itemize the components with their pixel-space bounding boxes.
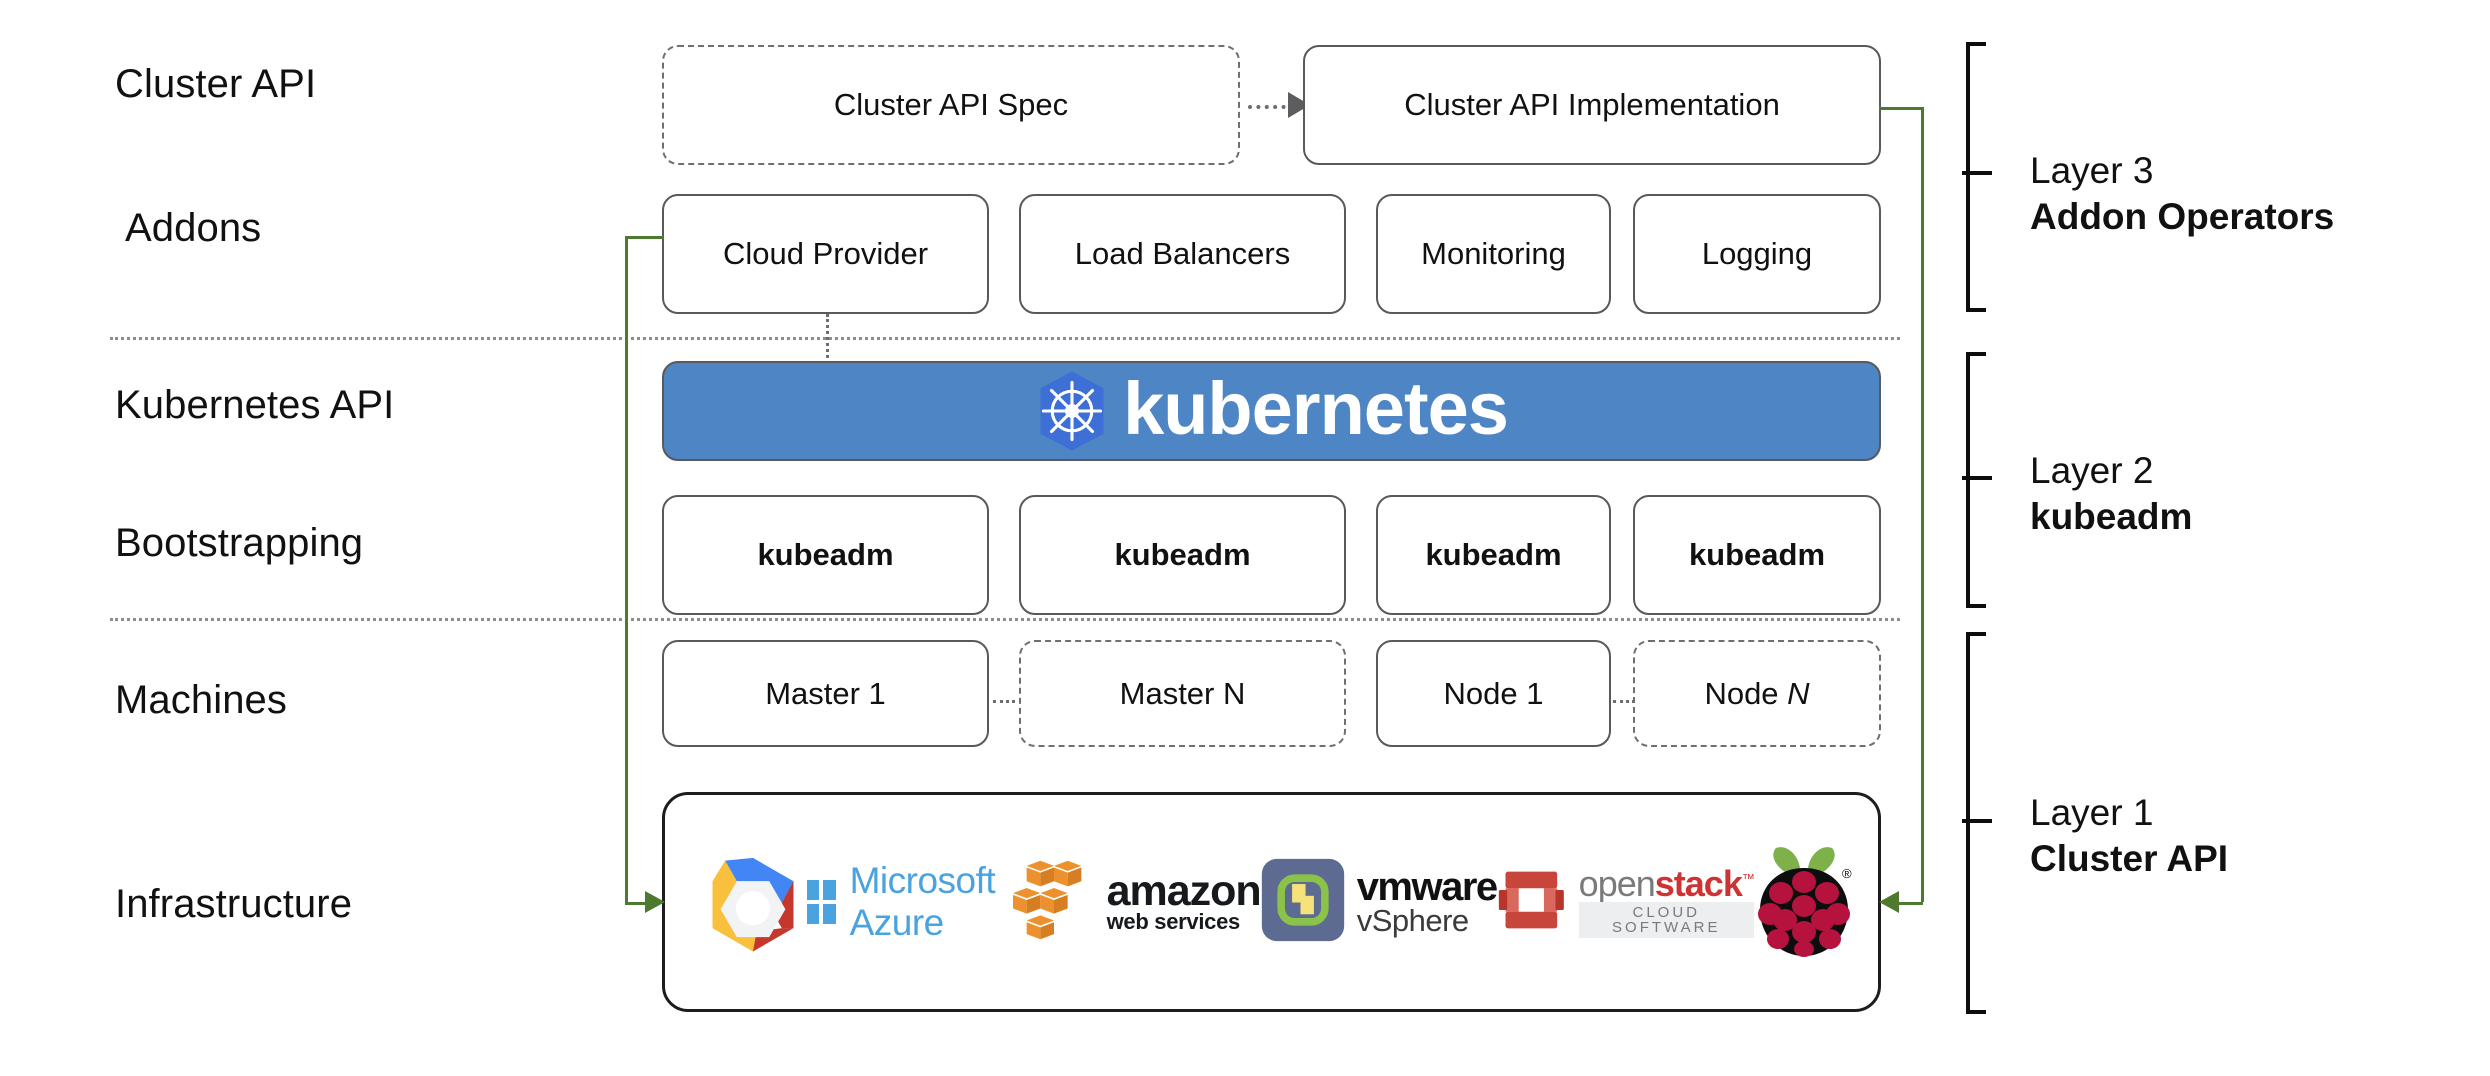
box-addon-monitoring-label: Monitoring xyxy=(1421,236,1566,271)
row-label-bootstrapping: Bootstrapping xyxy=(115,521,364,565)
box-machine-node-1-label: Node 1 xyxy=(1443,675,1544,711)
green-connector-implementation-top xyxy=(1879,107,1923,110)
microsoft-azure-label: Microsoft Azure xyxy=(849,860,996,943)
box-machine-master-1[interactable]: Master 1 xyxy=(662,640,989,747)
layer-label-3: Layer 3 Addon Operators xyxy=(2030,148,2334,241)
box-machine-master-n-label: Master N xyxy=(1119,675,1246,711)
connector-cloud-provider-to-kubernetes xyxy=(826,314,829,364)
brace-layer-1 xyxy=(1960,632,2004,1019)
box-kubeadm-1-label: kubeadm xyxy=(757,537,894,572)
separator-layer2-layer1 xyxy=(110,618,1900,621)
box-machine-node-n-label: Node N xyxy=(1704,675,1810,711)
box-addon-logging-label: Logging xyxy=(1701,236,1813,271)
box-kubeadm-1[interactable]: kubeadm xyxy=(662,495,989,615)
box-addon-load-balancers-label: Load Balancers xyxy=(1074,236,1291,271)
brace-layer-3 xyxy=(1960,42,2004,317)
kubernetes-helm-wheel-logo xyxy=(1035,370,1109,452)
box-machine-master-1-label: Master 1 xyxy=(765,675,886,711)
box-addon-load-balancers[interactable]: Load Balancers xyxy=(1019,194,1346,314)
box-kubeadm-2-label: kubeadm xyxy=(1114,537,1251,572)
microsoft-azure-logo[interactable]: Microsoft Azure xyxy=(807,847,1011,957)
vsphere-wordmark: vSphere xyxy=(1356,903,1469,939)
row-label-cluster-api: Cluster API xyxy=(115,62,317,106)
green-connector-cloud-provider-bottom xyxy=(625,902,652,905)
vmware-vsphere-logo[interactable]: vmware vSphere xyxy=(1261,847,1498,957)
box-kubeadm-2[interactable]: kubeadm xyxy=(1019,495,1346,615)
openstack-icon xyxy=(1497,865,1569,940)
box-addon-cloud-provider-label: Cloud Provider xyxy=(722,236,929,271)
row-label-kubernetes-api: Kubernetes API xyxy=(115,383,395,427)
box-addon-cloud-provider[interactable]: Cloud Provider xyxy=(662,194,989,314)
svg-text:®: ® xyxy=(1842,866,1852,881)
openstack-cloud-software-label: CLOUD SOFTWARE xyxy=(1578,902,1754,938)
aws-web-services-label: web services xyxy=(1106,908,1241,934)
box-kubeadm-4[interactable]: kubeadm xyxy=(1633,495,1881,615)
layer-2-name: kubeadm xyxy=(2030,496,2193,538)
box-cluster-api-spec-label: Cluster API Spec xyxy=(833,87,1069,122)
row-label-machines: Machines xyxy=(115,678,287,722)
box-cluster-api-spec[interactable]: Cluster API Spec xyxy=(662,45,1240,165)
connector-node-ellipsis xyxy=(1613,700,1635,703)
brace-layer-2 xyxy=(1960,352,2004,613)
vmware-vsphere-icon xyxy=(1261,858,1345,947)
aws-amazon-label: amazon xyxy=(1106,867,1262,916)
microsoft-windows-glyph-icon xyxy=(807,880,836,924)
green-connector-cloud-provider-top xyxy=(625,236,664,239)
green-connector-implementation-vertical xyxy=(1921,107,1924,902)
row-label-addons: Addons xyxy=(125,206,262,250)
box-addon-logging[interactable]: Logging xyxy=(1633,194,1881,314)
vmware-wordmark: vmware xyxy=(1356,865,1498,910)
green-connector-implementation-bottom xyxy=(1899,902,1923,905)
layer-1-name: Cluster API xyxy=(2030,838,2229,880)
box-machine-node-1[interactable]: Node 1 xyxy=(1376,640,1611,747)
infrastructure-providers-container[interactable]: Microsoft Azure xyxy=(662,792,1881,1012)
green-connector-cloud-provider-arrowhead xyxy=(645,891,665,913)
box-kubeadm-3-label: kubeadm xyxy=(1425,537,1562,572)
connector-spec-to-implementation-line xyxy=(1248,105,1294,109)
kubernetes-wordmark: kubernetes xyxy=(1123,367,1509,450)
kubernetes-api-banner[interactable]: kubernetes xyxy=(662,361,1881,461)
box-addon-monitoring[interactable]: Monitoring xyxy=(1376,194,1611,314)
box-cluster-api-implementation-label: Cluster API Implementation xyxy=(1404,87,1780,122)
raspberry-pi-logo[interactable]: ® xyxy=(1754,847,1854,957)
connector-master-ellipsis xyxy=(993,700,1015,703)
layer-2-number: Layer 2 xyxy=(2030,450,2154,491)
layer-label-2: Layer 2 kubeadm xyxy=(2030,448,2192,541)
box-machine-node-n[interactable]: Node N xyxy=(1633,640,1881,747)
openstack-logo[interactable]: openopenstackstack™ CLOUD SOFTWARE xyxy=(1497,847,1755,957)
openstack-wordmark: openopenstackstack™ xyxy=(1578,863,1755,904)
amazon-web-services-logo[interactable]: amazon web services xyxy=(1011,847,1262,957)
layer-label-1: Layer 1 Cluster API xyxy=(2030,790,2228,883)
layer-1-number: Layer 1 xyxy=(2030,792,2154,833)
row-label-infrastructure: Infrastructure xyxy=(115,882,353,926)
box-cluster-api-implementation[interactable]: Cluster API Implementation xyxy=(1303,45,1881,165)
separator-layer3-layer2 xyxy=(110,337,1900,340)
box-kubeadm-3[interactable]: kubeadm xyxy=(1376,495,1611,615)
aws-cubes-icon xyxy=(1011,859,1097,946)
box-machine-master-n[interactable]: Master N xyxy=(1019,640,1346,747)
green-connector-implementation-arrowhead xyxy=(1879,891,1899,913)
layer-3-number: Layer 3 xyxy=(2030,150,2154,191)
green-connector-cloud-provider-vertical xyxy=(625,236,628,902)
box-kubeadm-4-label: kubeadm xyxy=(1688,537,1826,572)
google-cloud-platform-logo[interactable] xyxy=(699,847,807,957)
layer-3-name: Addon Operators xyxy=(2030,196,2335,238)
